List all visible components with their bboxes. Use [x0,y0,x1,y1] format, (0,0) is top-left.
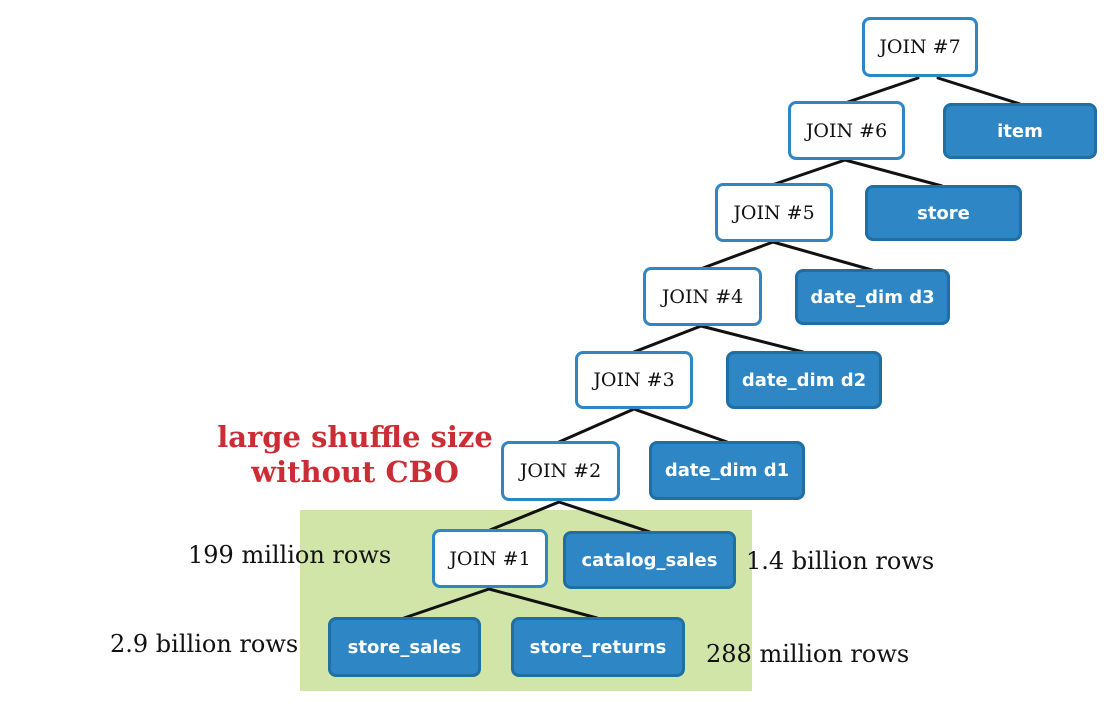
edge-join6-join5 [773,158,847,186]
edge-join2-catalog-sales [557,500,652,534]
row-count-store-returns: 288 million rows [706,640,910,668]
table-node-catalog-sales: catalog_sales [563,531,736,589]
table-node-date-dim-d1: date_dim d1 [649,441,805,500]
callout-line-1: large shuffle size [217,420,493,454]
edge-join1-store-returns [487,587,599,620]
edge-join7-join6 [846,76,920,104]
edge-join5-date-dim-d3 [771,240,874,272]
join-node-2: JOIN #2 [501,441,620,501]
callout-line-2: without CBO [251,454,459,489]
edge-join3-date-dim-d1 [632,407,729,444]
join-node-5: JOIN #5 [715,183,833,242]
edge-join4-date-dim-d2 [699,324,805,354]
join-node-1: JOIN #1 [432,529,548,588]
row-count-join1: 199 million rows [188,541,392,569]
table-node-store-returns: store_returns [511,617,685,677]
edge-join6-store [843,158,944,188]
row-count-store-sales: 2.9 billion rows [110,630,299,658]
join-node-3: JOIN #3 [575,351,693,409]
edge-join4-join3 [632,324,703,354]
join-node-7: JOIN #7 [862,17,978,77]
table-node-store-sales: store_sales [328,617,481,677]
edge-join3-join2 [557,407,636,444]
edge-join7-item [936,76,1022,106]
table-node-date-dim-d2: date_dim d2 [726,351,882,409]
table-node-item: item [943,103,1097,159]
row-count-catalog-sales: 1.4 billion rows [746,547,935,575]
edge-join1-store-sales [402,587,491,620]
table-node-store: store [865,185,1022,241]
table-node-date-dim-d3: date_dim d3 [795,269,950,325]
edge-join2-join1 [488,500,561,532]
edge-join5-join4 [701,240,775,270]
cbo-callout: large shuffle size without CBO [200,420,510,490]
join-node-6: JOIN #6 [788,101,905,160]
join-node-4: JOIN #4 [643,267,762,326]
